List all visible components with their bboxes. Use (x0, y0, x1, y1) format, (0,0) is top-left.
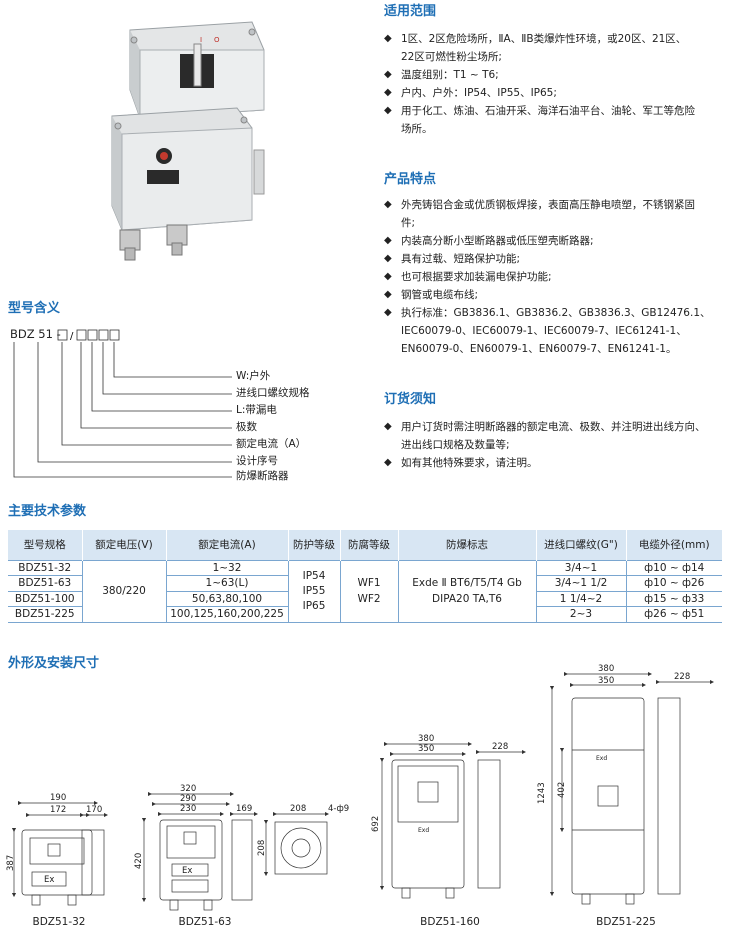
dim-text: 172 (50, 805, 66, 815)
table-row: BDZ51-100 50,63,80,100 1 1/4~2 ф15 ~ ф33 (8, 591, 722, 607)
photo-mark-off: O (214, 36, 220, 44)
caption-bdz51-32: BDZ51-32 (32, 916, 86, 928)
dim-text: 228 (674, 672, 690, 682)
dimension-drawings: 190 172 170 387 Ex 320 290 230 169 208 4… (6, 664, 715, 911)
list-item: 1区、2区危险场所，ⅡA、ⅡB类爆炸性环境，或20区、21区、22区可燃性粉尘场… (384, 30, 724, 66)
dim-text: 208 (290, 804, 306, 814)
list-item: 执行标准：GB3836.1、GB3836.2、GB3836.3、GB12476.… (384, 304, 724, 358)
dim-text: Exd (596, 755, 607, 762)
specs-table: 型号规格 额定电压(V) 额定电流(A) 防护等级 防腐等级 防爆标志 进线口螺… (8, 530, 722, 623)
header-voltage: 额定电压(V) (81, 530, 166, 560)
model-title: 型号含义 (8, 301, 61, 316)
dim-text: 190 (50, 793, 66, 803)
header-ip: 防护等级 (287, 530, 340, 560)
dim-text: 320 (180, 784, 196, 794)
dim-text: Exd (418, 827, 429, 834)
order-list: 用户订货时需注明断路器的额定电流、极数、并注明进出线方向、进出线口规格及数量等;… (384, 418, 724, 472)
caption-bdz51-63: BDZ51-63 (178, 916, 232, 928)
photo-mark-on: I (200, 36, 202, 44)
dim-text: 350 (598, 676, 614, 686)
header-current: 额定电流(A) (165, 530, 288, 560)
model-label: 设计序号 (236, 455, 278, 467)
list-item: 内装高分断小型断路器或低压塑壳断路器; (384, 232, 724, 250)
model-label: L:带漏电 (236, 404, 277, 416)
dim-text: 1243 (537, 782, 547, 804)
dim-text: 208 (257, 840, 267, 856)
dim-text: 692 (371, 816, 381, 832)
model-label: 额定电流（A） (236, 438, 307, 450)
header-wf: 防腐等级 (339, 530, 398, 560)
header-model: 型号规格 (8, 530, 82, 560)
caption-bdz51-160: BDZ51-160 (420, 916, 480, 928)
model-diagram: / (13, 329, 232, 478)
dim-text: Ex (182, 866, 192, 876)
model-code: BDZ 51 - (10, 327, 61, 341)
dim-text: 380 (418, 734, 434, 744)
order-title: 订货须知 (384, 392, 437, 407)
dim-text: 4-ф9 (328, 804, 349, 814)
dim-text: 350 (418, 744, 434, 754)
scope-list: 1区、2区危险场所，ⅡA、ⅡB类爆炸性环境，或20区、21区、22区可燃性粉尘场… (384, 30, 724, 138)
dims-title: 外形及安装尺寸 (8, 656, 100, 671)
header-cable: 电缆外径(mm) (625, 530, 722, 560)
model-label: 进线口螺纹规格 (236, 387, 310, 399)
list-item: 如有其他特殊要求，请注明。 (384, 454, 724, 472)
dim-text: 228 (492, 742, 508, 752)
dim-text: 169 (236, 804, 252, 814)
model-label: 防爆断路器 (236, 470, 289, 482)
dim-text: 230 (180, 804, 196, 814)
product-photo: I O (92, 10, 272, 265)
dim-text: 170 (86, 805, 102, 815)
list-item: 用户订货时需注明断路器的额定电流、极数、并注明进出线方向、进出线口规格及数量等; (384, 418, 724, 454)
list-item: 钢管或电缆布线; (384, 286, 724, 304)
dim-text: 290 (180, 794, 196, 804)
table-row: BDZ51-63 1~63(L) 3/4~1 1/2 ф10 ~ ф26 (8, 575, 722, 592)
model-label: 极数 (236, 421, 257, 433)
model-label: W:户外 (236, 370, 271, 382)
svg-text:/: / (70, 331, 74, 342)
list-item: 温度组别：T1 ~ T6; (384, 66, 724, 84)
list-item: 具有过载、短路保护功能; (384, 250, 724, 268)
header-thread: 进线口螺纹(G") (535, 530, 626, 560)
dim-text: 380 (598, 664, 614, 674)
dim-text: 420 (134, 853, 144, 869)
scope-title: 适用范围 (384, 4, 437, 19)
header-ex: 防爆标志 (397, 530, 536, 560)
dim-text: Ex (44, 875, 54, 885)
dim-text: 402 (557, 782, 567, 798)
specs-title: 主要技术参数 (8, 504, 87, 519)
list-item: 户内、户外：IP54、IP55、IP65; (384, 84, 724, 102)
table-header-row: 型号规格 额定电压(V) 额定电流(A) 防护等级 防腐等级 防爆标志 进线口螺… (8, 530, 722, 560)
list-item: 也可根据要求加装漏电保护功能; (384, 268, 724, 286)
dim-text: 387 (6, 855, 16, 871)
table-row: BDZ51-225 100,125,160,200,225 2~3 ф26 ~ … (8, 606, 722, 623)
caption-bdz51-225: BDZ51-225 (596, 916, 656, 928)
features-title: 产品特点 (384, 172, 437, 187)
